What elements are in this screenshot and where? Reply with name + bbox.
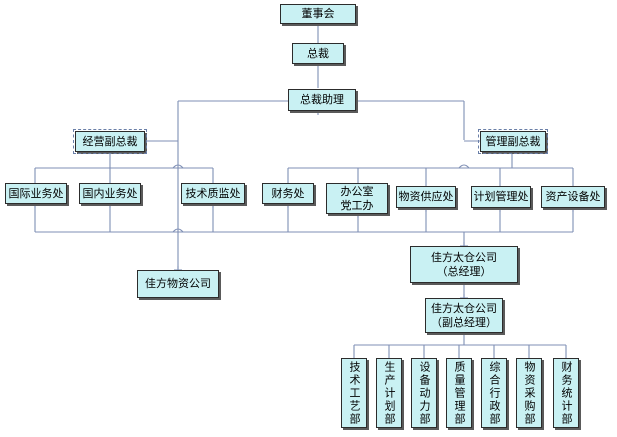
dept-label-tech-process: 技术工艺部 [348, 360, 361, 426]
finance-box[interactable]: 财务处 [262, 183, 314, 204]
vp-management-label: 管理副总裁 [485, 134, 541, 148]
taicang-dgm-label-line1: 佳方太仓公司 [431, 301, 497, 315]
taicang-gm-label-line1: 佳方太仓公司 [431, 250, 497, 264]
tech-quality-label: 技术质监处 [185, 186, 241, 200]
domestic-business-box[interactable]: 国内业务处 [79, 183, 141, 204]
dept-box-general-admin[interactable]: 综合行政部 [481, 358, 507, 428]
assistant-box[interactable]: 总裁助理 [288, 89, 356, 111]
materials-company-box[interactable]: 佳方物资公司 [137, 270, 219, 298]
taicang-gm-label-line2: （总经理） [436, 264, 492, 278]
dept-box-tech-process[interactable]: 技术工艺部 [341, 358, 367, 428]
dept-label-materials-purchasing: 物资采购部 [523, 360, 536, 426]
dept-label-equipment-power: 设备动力部 [418, 360, 431, 426]
taicang-gm-box[interactable]: 佳方太仓公司 （总经理） [410, 246, 518, 283]
dept-box-production-planning[interactable]: 生产计划部 [376, 358, 402, 428]
dept-box-quality-management[interactable]: 质量管理部 [446, 358, 472, 428]
assets-equipment-box[interactable]: 资产设备处 [541, 186, 605, 208]
domestic-business-label: 国内业务处 [82, 186, 138, 200]
tech-quality-box[interactable]: 技术质监处 [181, 183, 245, 204]
assistant-label: 总裁助理 [300, 93, 344, 106]
dept-label-production-planning: 生产计划部 [383, 360, 396, 426]
dept-label-quality-management: 质量管理部 [453, 360, 466, 426]
taicang-dgm-box[interactable]: 佳方太仓公司 （副总经理） [425, 298, 503, 333]
dept-box-equipment-power[interactable]: 设备动力部 [411, 358, 437, 428]
finance-label: 财务处 [271, 186, 305, 200]
vp-operations-box[interactable]: 经营副总裁 [73, 129, 147, 154]
board-label: 董事会 [301, 7, 335, 20]
planning-box[interactable]: 计划管理处 [471, 186, 531, 208]
assets-equipment-label: 资产设备处 [545, 190, 601, 203]
office-label-line2: 党工办 [340, 198, 374, 212]
dept-box-finance-statistics[interactable]: 财务统计部 [553, 358, 579, 428]
president-label: 总裁 [307, 46, 329, 60]
planning-label: 计划管理处 [473, 190, 529, 203]
board-box[interactable]: 董事会 [280, 4, 356, 24]
dept-box-materials-purchasing[interactable]: 物资采购部 [516, 358, 542, 428]
taicang-dgm-label-line2: （副总经理） [431, 315, 497, 329]
intl-business-box[interactable]: 国际业务处 [5, 183, 67, 204]
materials-company-label: 佳方物资公司 [145, 277, 211, 290]
intl-business-label: 国际业务处 [8, 186, 64, 200]
office-label-line1: 办公室 [340, 184, 374, 198]
dept-label-finance-statistics: 财务统计部 [560, 360, 573, 426]
materials-supply-box[interactable]: 物资供应处 [396, 186, 456, 208]
vp-management-box[interactable]: 管理副总裁 [478, 129, 548, 154]
vp-operations-label: 经营副总裁 [82, 134, 138, 148]
materials-supply-label: 物资供应处 [398, 190, 454, 203]
office-box[interactable]: 办公室 党工办 [326, 183, 388, 214]
president-box[interactable]: 总裁 [292, 43, 344, 64]
dept-label-general-admin: 综合行政部 [488, 360, 501, 426]
